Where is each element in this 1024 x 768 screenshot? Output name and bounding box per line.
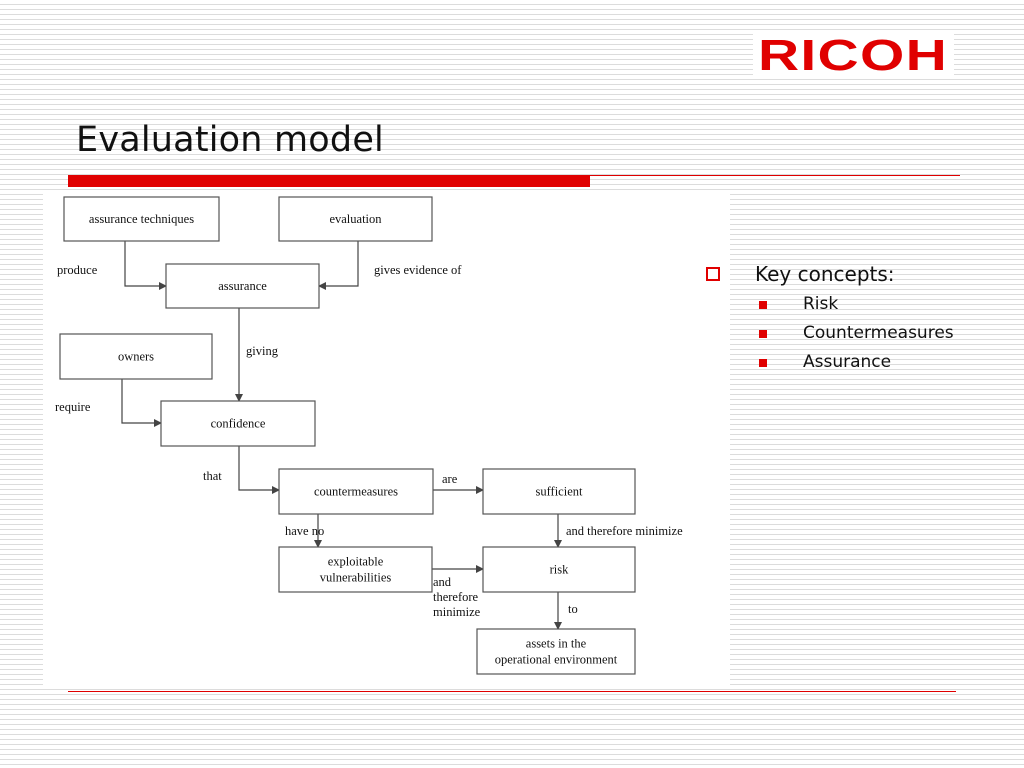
node-assurance-techniques: assurance techniques <box>63 196 220 242</box>
edge-label-owners-to-confidence: require <box>55 400 91 414</box>
node-box <box>63 196 220 242</box>
node-box <box>482 546 636 593</box>
node-label: sufficient <box>536 485 584 499</box>
node-label: assurance <box>218 279 267 293</box>
footer-rule <box>68 691 956 692</box>
node-confidence: confidence <box>160 400 316 447</box>
slide-title: Evaluation model <box>76 120 384 160</box>
node-label: confidence <box>211 417 266 431</box>
edge-label-risk-to-assets: to <box>568 602 578 616</box>
key-concepts-sublist: Risk Countermeasures Assurance <box>703 290 1003 377</box>
concept-label: Risk <box>803 294 839 314</box>
key-concepts-heading: Key concepts: <box>755 262 895 286</box>
concept-item-assurance: Assurance <box>703 348 1003 377</box>
hollow-square-bullet-icon <box>706 267 720 281</box>
node-label: evaluation <box>329 212 382 226</box>
concept-label: Assurance <box>803 352 892 372</box>
key-concepts-sublist-container: Risk Countermeasures Assurance <box>703 290 1003 377</box>
node-box <box>165 263 320 309</box>
node-box <box>59 333 213 380</box>
ricoh-logo: RICOH <box>753 30 954 78</box>
node-countermeasures: countermeasures <box>278 468 434 515</box>
edge-label-countermeasures-to-exploitable-vulnerabilities: have no <box>285 524 324 538</box>
node-owners: owners <box>59 333 213 380</box>
edge-assurance-techniques-to-assurance <box>124 241 167 290</box>
node-box <box>160 400 316 447</box>
edge-label-countermeasures-to-sufficient: are <box>442 472 458 486</box>
node-sufficient: sufficient <box>482 468 636 515</box>
title-underline-bar <box>68 175 590 187</box>
node-box <box>278 196 433 242</box>
concept-label: Countermeasures <box>803 323 954 343</box>
node-label: assurance techniques <box>89 212 194 226</box>
edge-label-assurance-to-confidence: giving <box>246 344 279 358</box>
edge-label-sufficient-to-risk: and therefore minimize <box>566 524 683 538</box>
evaluation-model-diagram: assurance techniques evaluation assurance o… <box>43 190 730 687</box>
filled-square-bullet-icon <box>759 359 767 367</box>
edge-label-evaluation-to-assurance: gives evidence of <box>374 263 462 277</box>
node-assurance: assurance <box>165 263 320 309</box>
edge-label-assurance-techniques-to-assurance: produce <box>57 263 98 277</box>
node-box <box>482 468 636 515</box>
node-risk: risk <box>482 546 636 593</box>
edge-owners-to-confidence <box>121 379 162 427</box>
concept-item-countermeasures: Countermeasures <box>703 319 1003 348</box>
key-concepts-list: Key concepts: Risk Countermeasures Assur… <box>703 260 1003 377</box>
node-box <box>476 628 636 675</box>
filled-square-bullet-icon <box>759 330 767 338</box>
concept-item-risk: Risk <box>703 290 1003 319</box>
node-box <box>278 546 433 593</box>
node-label: countermeasures <box>314 485 398 499</box>
edge-confidence-to-countermeasures <box>238 446 280 494</box>
node-label: risk <box>550 563 570 577</box>
node-box <box>278 468 434 515</box>
filled-square-bullet-icon <box>759 301 767 309</box>
title-underline-rule <box>590 175 960 176</box>
edge-label-confidence-to-countermeasures: that <box>203 469 222 483</box>
node-label: owners <box>118 350 154 364</box>
logo-wordmark: RICOH <box>758 31 948 78</box>
edge-evaluation-to-assurance <box>318 241 359 290</box>
node-evaluation: evaluation <box>278 196 433 242</box>
key-concepts-heading-item: Key concepts: <box>703 260 1003 290</box>
